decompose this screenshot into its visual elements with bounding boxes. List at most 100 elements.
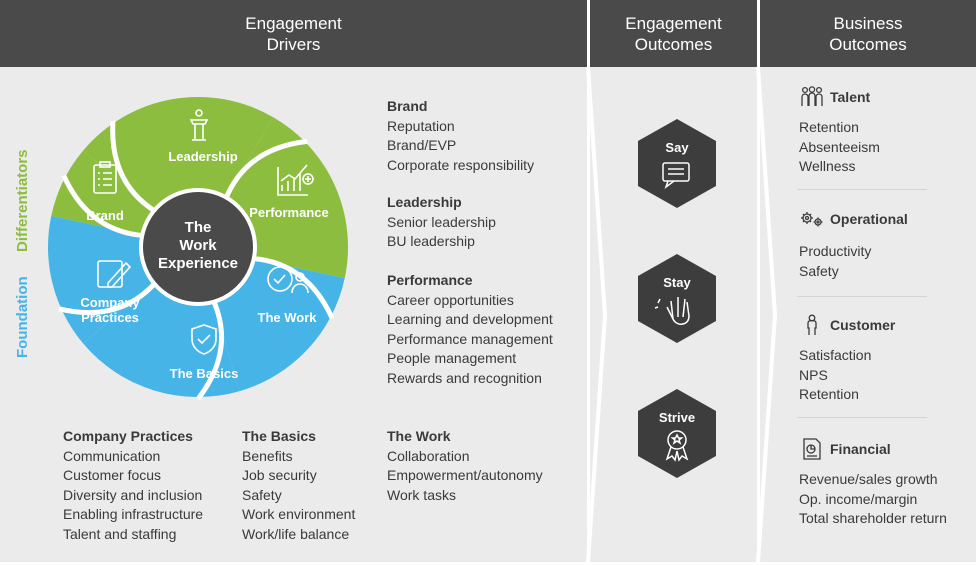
business-outcome-heading: Financial [830,441,891,457]
divider [797,417,927,418]
list-item: Satisfaction [799,347,872,363]
list-item: Career opportunities [387,291,514,308]
list-item: Revenue/sales growth [799,471,938,487]
list-item: Collaboration [387,447,470,464]
list-leadership: Leadership Senior leadership BU leadersh… [387,193,496,252]
list-brand: Brand Reputation Brand/EVP Corporate res… [387,97,534,175]
list-item: Empowerment/autonomy [387,467,543,483]
list-item: People management [387,350,517,366]
header-business-outcomes: Business Outcomes [760,0,976,67]
business-outcome-list: Productivity Safety [799,242,871,281]
label-foundation: Foundation [14,276,31,358]
wheel-separator [61,174,145,239]
wheel-separator [251,255,335,320]
engagement-outcomes: Say Stay Strive [638,119,716,478]
list-performance: Performance Career opportunities Learnin… [387,271,553,388]
list-company-practices: Company Practices Communication Customer… [63,427,203,544]
list-item: BU leadership [387,233,475,249]
list-item: Senior leadership [387,213,496,230]
list-item: Rewards and recognition [387,369,542,386]
business-outcome-talent: Talent [800,86,870,108]
list-the-basics: The Basics Benefits Job security Safety … [242,427,355,544]
list-item: Diversity and inclusion [63,486,203,503]
business-outcome-heading: Operational [830,211,908,227]
business-outcome-operational: Operational [800,210,908,228]
list-item: Brand/EVP [387,137,457,153]
business-outcome-list: Satisfaction NPS Retention [799,346,871,405]
segment-performance: Performance [249,205,328,220]
segment-the-work: The Work [258,310,318,325]
outcome-strive: Strive [638,389,716,478]
list-item: Benefits [242,447,293,464]
pencil-document-icon [97,260,132,288]
person-check-icon [267,266,309,294]
wheel-segment-leadership [83,97,273,248]
person-icon [807,314,817,335]
gears-icon [801,212,823,227]
outcome-stay: Stay [638,254,716,343]
list-item: Safety [242,486,282,503]
growth-chart-icon [277,164,314,196]
business-outcomes-panel [760,67,976,562]
clipboard-icon [93,161,117,194]
list-item: Wellness [799,158,856,174]
segment-leadership: Leadership [168,149,237,164]
list-the-work: The Work Collaboration Empowerment/auton… [387,427,543,505]
list-item: Retention [799,386,859,402]
hand-icon [654,297,690,325]
list-item: Corporate responsibility [387,156,535,173]
header-engagement-outcomes: Engagement Outcomes [590,0,757,67]
divider [797,296,927,297]
divider [797,189,927,190]
list-item: Total shareholder return [799,510,947,526]
outcome-label: Strive [659,410,695,425]
label-differentiators: Differentiators [14,149,31,252]
segment-brand: Brand [86,208,124,223]
list-heading: Brand [387,98,428,114]
list-item: Work environment [242,506,356,522]
wheel-separator [110,120,158,214]
wheel-separator [223,138,308,201]
business-outcome-list: Retention Absenteeism Wellness [799,118,880,177]
business-outcome-financial: Financial [800,437,891,461]
outcome-say: Say [638,119,716,208]
list-item: Retention [799,119,859,135]
speech-bubble-icon [662,162,690,190]
wheel-center [139,188,257,306]
list-heading: Leadership [387,194,462,210]
list-item: Performance management [387,330,553,347]
business-outcome-heading: Customer [830,317,896,333]
business-outcome-heading: Talent [830,89,871,105]
list-item: Op. income/margin [799,490,918,507]
shield-check-icon [191,324,217,355]
list-heading: The Basics [242,428,316,444]
outcome-label: Stay [663,275,691,290]
list-item: NPS [799,366,828,383]
list-item: Work tasks [387,486,456,503]
podium-icon [189,109,209,141]
business-outcome-list: Revenue/sales growth Op. income/margin T… [799,470,947,529]
header-engagement-drivers: Engagement Drivers [0,0,587,67]
list-item: Absenteeism [799,138,880,155]
list-item: Communication [63,447,161,464]
document-chart-icon [803,438,821,460]
list-heading: The Work [387,428,451,444]
people-icon [801,86,823,106]
list-heading: Company Practices [63,428,193,444]
outcome-label: Say [665,140,689,155]
wheel-separator [58,280,158,316]
list-item: Productivity [799,243,872,259]
list-item: Talent and staffing [63,525,177,542]
award-ribbon-icon [665,430,689,462]
segment-the-basics: The Basics [170,366,239,381]
list-item: Job security [242,467,317,483]
list-item: Reputation [387,117,455,134]
business-outcome-customer: Customer [800,314,895,336]
list-item: Work/life balance [242,525,350,542]
wheel-separator [196,298,225,401]
list-heading: Performance [387,272,473,288]
